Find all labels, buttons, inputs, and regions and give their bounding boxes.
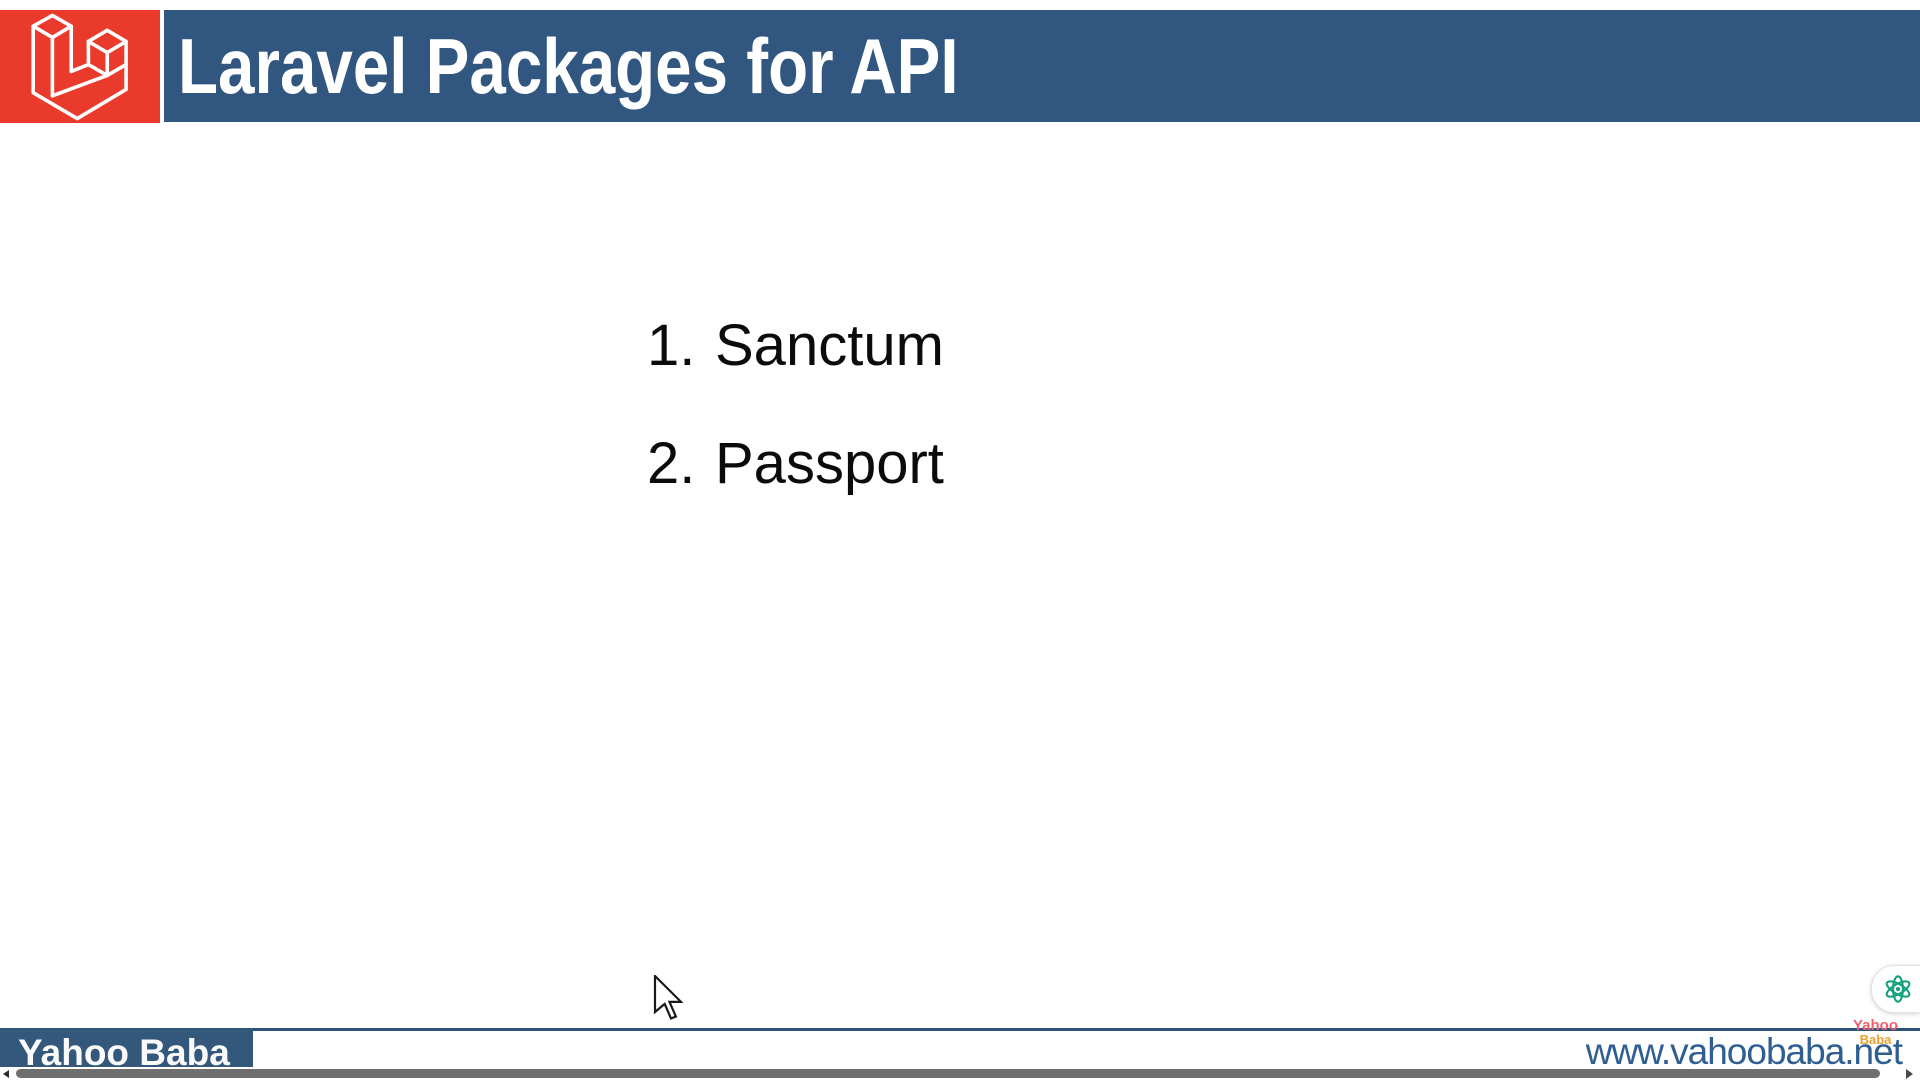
brand-name: Yahoo Baba xyxy=(18,1032,230,1067)
list-item: 2.Passport xyxy=(647,435,944,493)
mouse-cursor-icon xyxy=(653,973,684,1026)
site-url: www.vahoobaba.net xyxy=(1585,1031,1903,1072)
atom-icon xyxy=(1885,975,1911,1003)
scrollbar-thumb[interactable] xyxy=(16,1069,1880,1078)
list-item-label: Passport xyxy=(715,431,944,496)
list-item-label: Sanctum xyxy=(715,313,944,378)
horizontal-scrollbar[interactable] xyxy=(0,1067,1920,1080)
footer-divider xyxy=(0,1028,1920,1031)
header-bar: Laravel Packages for API xyxy=(164,10,1920,122)
laravel-logo-box xyxy=(0,10,160,123)
atom-badge-button[interactable] xyxy=(1871,965,1920,1013)
list-item-number: 2. xyxy=(647,431,696,496)
page-title: Laravel Packages for API xyxy=(178,21,959,110)
package-list: 1.Sanctum 2.Passport xyxy=(647,317,944,493)
laravel-logo-icon xyxy=(31,13,128,120)
watermark-line1: Yahoo xyxy=(1852,1017,1898,1034)
watermark-line2: Baba xyxy=(1859,1032,1892,1047)
list-item: 1.Sanctum xyxy=(647,317,944,375)
list-item-number: 1. xyxy=(647,313,696,378)
scroll-left-icon[interactable] xyxy=(3,1070,9,1078)
scroll-right-icon[interactable] xyxy=(1906,1069,1913,1079)
brand-box: Yahoo Baba xyxy=(0,1029,253,1067)
watermark-logo: Yahoo Baba xyxy=(1852,1017,1898,1047)
